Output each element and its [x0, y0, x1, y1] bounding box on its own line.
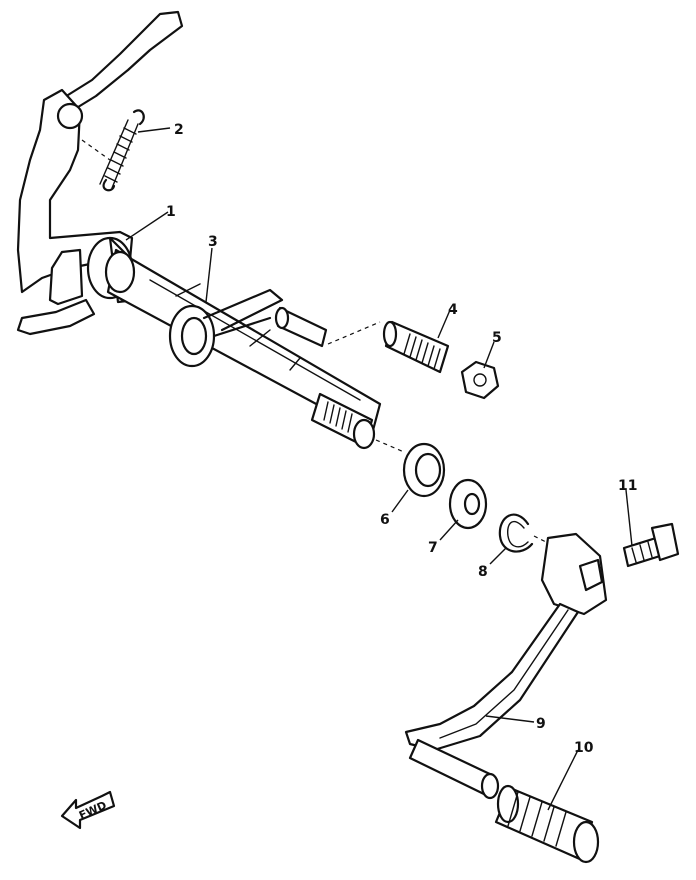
return-spring	[81, 109, 145, 192]
callout-10: 10	[574, 740, 594, 756]
stud-bolt	[327, 320, 450, 374]
fwd-arrow-icon	[60, 790, 116, 830]
nut	[460, 360, 500, 400]
shift-arm	[16, 10, 382, 450]
callout-11: 11	[618, 478, 637, 494]
callout-labels: 2 1 3 4 5 6 7 8 9 10 11	[166, 122, 637, 756]
callout-2: 2	[174, 122, 184, 138]
seal	[375, 439, 446, 498]
shift-pedal	[404, 532, 608, 800]
pedal-rubber	[494, 784, 600, 864]
callout-9: 9	[536, 716, 546, 732]
callout-1: 1	[166, 204, 176, 220]
callout-7: 7	[428, 540, 438, 556]
callout-4: 4	[448, 302, 458, 318]
callout-3: 3	[208, 234, 218, 250]
fwd-arrow: FWD	[60, 790, 116, 830]
leader-lines	[125, 127, 633, 811]
callout-8: 8	[478, 564, 488, 580]
washer	[448, 478, 488, 530]
pinch-bolt	[622, 522, 680, 568]
callout-5: 5	[492, 330, 502, 346]
callout-6: 6	[380, 512, 390, 528]
shaft-spring	[168, 288, 328, 368]
